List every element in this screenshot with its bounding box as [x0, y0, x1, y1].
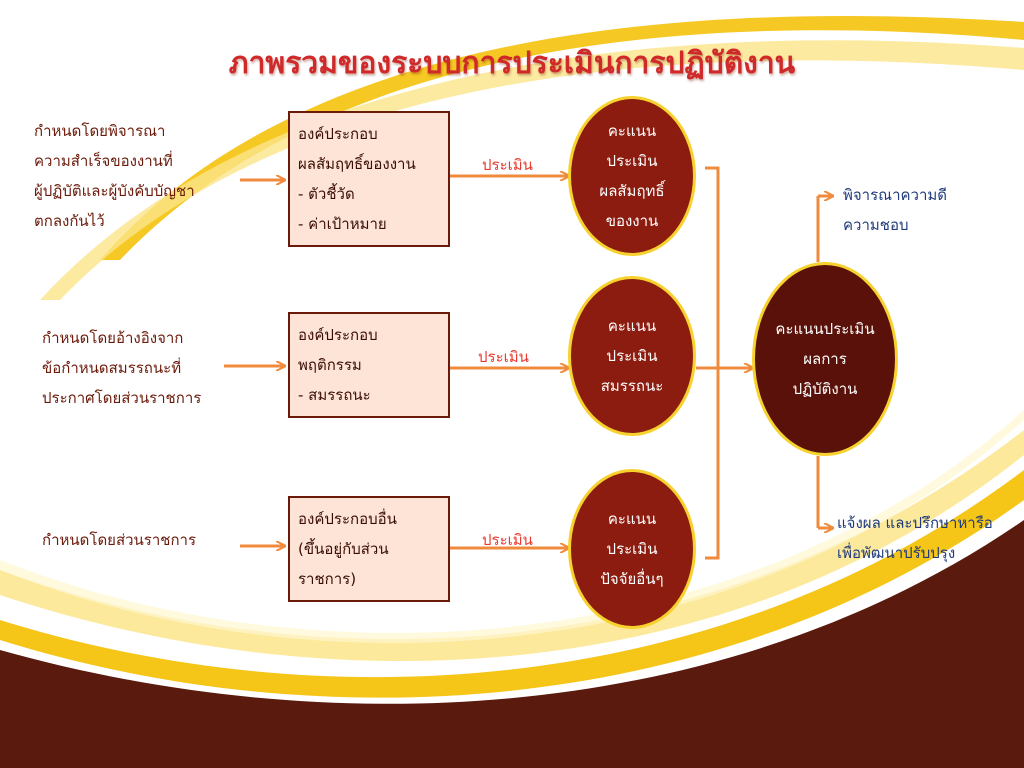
component-1-line-2: ผลสัมฤทธิ์ของงาน — [298, 155, 416, 173]
score-2-line-2: ประเมิน — [606, 347, 658, 365]
component-box-3: องค์ประกอบอื่น (ขึ้นอยู่กับส่วน ราชการ) — [288, 496, 450, 602]
component-3-line-2: (ขึ้นอยู่กับส่วน — [298, 540, 389, 558]
score-1-line-1: คะแนน — [607, 122, 657, 140]
edge-label-1: ประเมิน — [482, 156, 533, 174]
component-box-1: องค์ประกอบ ผลสัมฤทธิ์ของงาน - ตัวชี้วัด … — [288, 111, 450, 247]
score-oval-1: คะแนน ประเมิน ผลสัมฤทธิ์ ของงาน — [568, 96, 696, 256]
edge-label-2: ประเมิน — [478, 348, 529, 366]
component-2-line-2: พฤติกรรม — [298, 356, 362, 374]
component-3-line-1: องค์ประกอบอื่น — [298, 510, 397, 528]
bracket-scores — [705, 166, 720, 560]
component-2-line-3: - สมรรถนะ — [298, 386, 371, 404]
output-text-1: พิจารณาความดี ความชอบ — [843, 186, 948, 234]
result-oval: คะแนนประเมิน ผลการ ปฏิบัติงาน — [752, 262, 898, 456]
score-2-line-3: สมรรถนะ — [600, 377, 664, 395]
component-1-line-4: - ค่าเป้าหมาย — [298, 215, 387, 233]
component-2-line-1: องค์ประกอบ — [298, 326, 378, 344]
score-3-line-1: คะแนน — [607, 510, 657, 528]
score-1-line-3: ผลสัมฤทธิ์ — [599, 182, 665, 200]
result-line-3: ปฏิบัติงาน — [792, 380, 858, 398]
component-1-line-1: องค์ประกอบ — [298, 125, 378, 143]
score-1-line-2: ประเมิน — [606, 152, 658, 170]
source-text-3: กำหนดโดยส่วนราชการ — [42, 531, 197, 549]
score-2-line-1: คะแนน — [607, 317, 657, 335]
result-line-2: ผลการ — [803, 350, 847, 368]
output-text-2: แจ้งผล และปรึกษาหารือ เพื่อพัฒนาปรับปรุง — [837, 514, 993, 562]
component-3-line-3: ราชการ) — [298, 570, 357, 588]
score-oval-3: คะแนน ประเมิน ปัจจัยอื่นๆ — [568, 469, 696, 629]
component-1-line-3: - ตัวชี้วัด — [298, 185, 355, 203]
score-3-line-2: ประเมิน — [606, 540, 658, 558]
source-text-1: กำหนดโดยพิจารณา ความสำเร็จของงานที่ ผู้ป… — [34, 122, 195, 230]
edge-label-3: ประเมิน — [482, 531, 533, 549]
page-title: ภาพรวมของระบบการประเมินการปฏิบัติงาน — [228, 46, 796, 81]
score-1-line-4: ของงาน — [605, 212, 659, 230]
score-oval-2: คะแนน ประเมิน สมรรถนะ — [568, 276, 696, 436]
score-3-line-3: ปัจจัยอื่นๆ — [600, 570, 664, 588]
result-line-1: คะแนนประเมิน — [775, 320, 875, 338]
source-text-2: กำหนดโดยอ้างอิงจาก ข้อกำหนดสมรรถนะที่ ปร… — [42, 329, 202, 407]
component-box-2: องค์ประกอบ พฤติกรรม - สมรรถนะ — [288, 312, 450, 418]
